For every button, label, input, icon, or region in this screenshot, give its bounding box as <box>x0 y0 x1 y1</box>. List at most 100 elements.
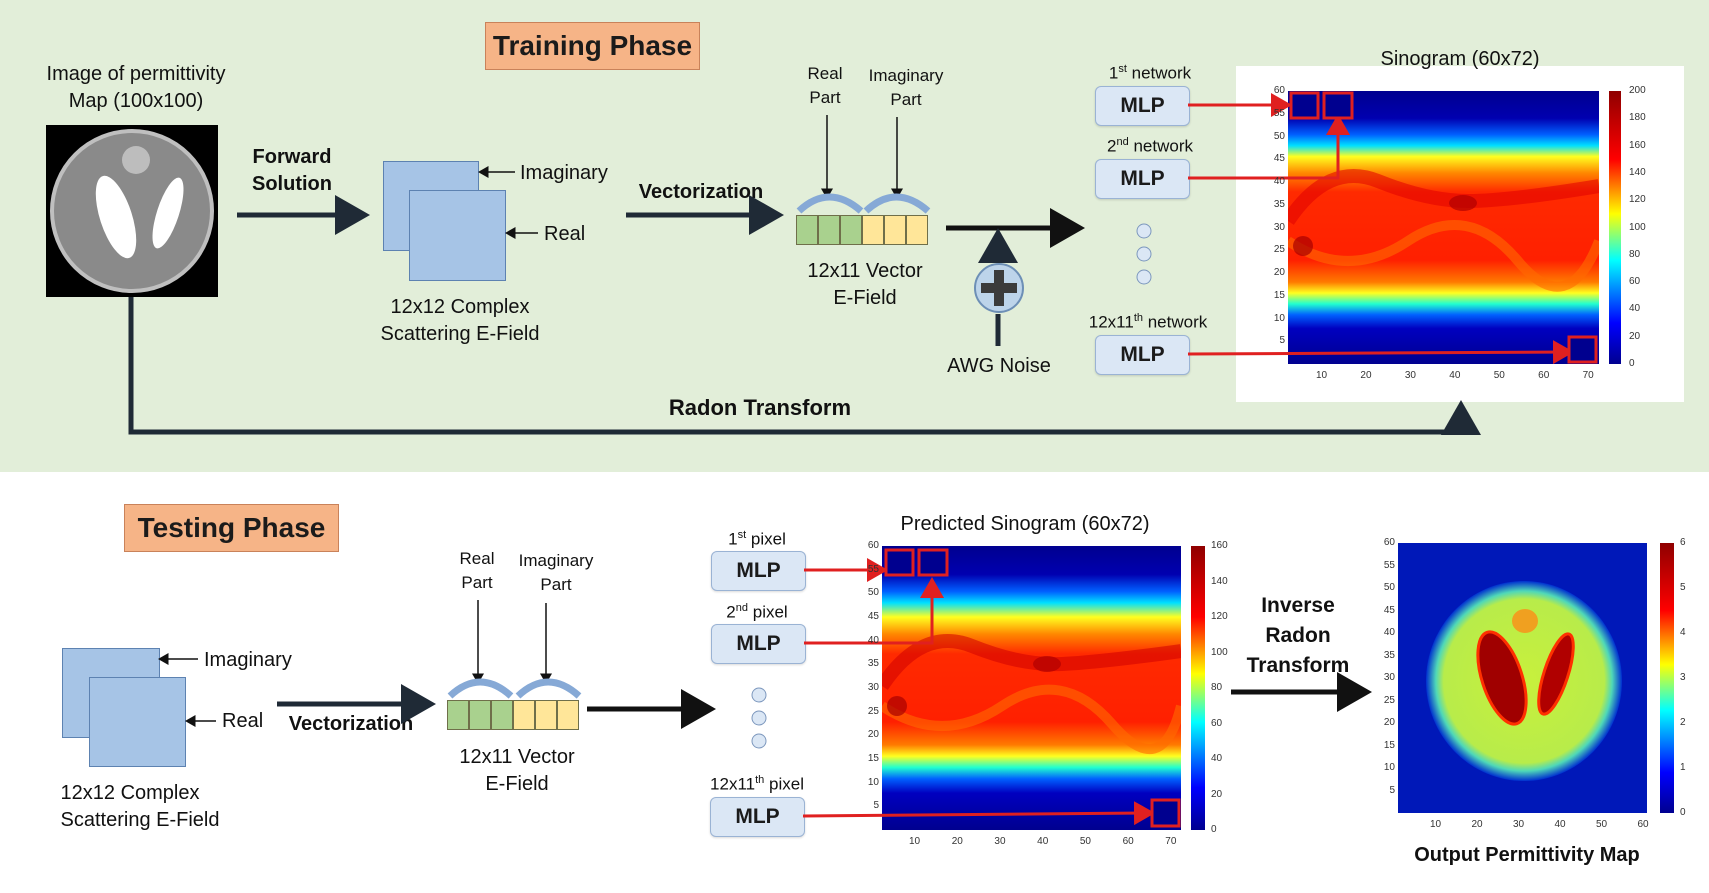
predicted-sinogram-title: Predicted Sinogram (60x72) <box>900 513 1150 535</box>
output-map-cbar-tick: 4 <box>1680 627 1686 638</box>
inverse-radon-line3: Transform <box>1246 654 1350 677</box>
sinogram-cbar-tick: 160 <box>1629 139 1646 151</box>
sinogram-cbar-tick: 40 <box>1629 303 1641 315</box>
real-label: Real <box>544 223 586 245</box>
real-part-line1: Real <box>807 64 843 83</box>
test-vector-line2: E-Field <box>485 773 549 795</box>
imaginary-label: Imaginary <box>520 162 608 184</box>
vector-field-line2: E-Field <box>833 287 897 309</box>
test-real-label: Real <box>222 710 264 732</box>
test-ellipsis-dots <box>751 687 767 749</box>
sinogram-heatmap <box>1288 91 1599 364</box>
output-map-ytick: 25 <box>1383 694 1395 706</box>
sinogram-ytick: 25 <box>1273 244 1285 256</box>
output-map-xtick: 10 <box>1430 819 1442 830</box>
output-map-ytick: 50 <box>1383 582 1395 593</box>
test-vectorization-label: Vectorization <box>288 713 414 735</box>
imag-part-line2: Part <box>890 90 922 109</box>
sinogram-ytick: 35 <box>1273 198 1285 210</box>
complex-field-line2: Scattering E-Field <box>380 323 540 345</box>
forward-solution-line2: Solution <box>252 173 332 195</box>
sinogram-ytick: 5 <box>1279 335 1285 347</box>
pred-sinogram-cbar-tick: 40 <box>1211 753 1223 764</box>
test-real-part-line2: Part <box>461 573 493 592</box>
mlp-pixel-1: MLP <box>711 551 806 591</box>
sinogram-ytick: 20 <box>1273 267 1285 278</box>
sinogram-ytick: 55 <box>1273 107 1285 119</box>
radon-transform-label: Radon Transform <box>668 395 852 420</box>
pred-sinogram-ytick: 10 <box>867 776 879 788</box>
sinogram-cbar-tick: 200 <box>1629 85 1646 96</box>
output-map-xtick: 40 <box>1554 819 1566 830</box>
network-n-label: 12x11th network <box>1088 312 1208 332</box>
pred-sinogram-xtick: 40 <box>1037 836 1049 847</box>
vectorization-label: Vectorization <box>638 181 764 203</box>
test-complex-line1: 12x12 Complex <box>60 782 200 804</box>
test-vector-line1: 12x11 Vector <box>459 746 575 768</box>
sinogram-cbar-tick: 180 <box>1629 112 1646 124</box>
pred-sinogram-xtick: 70 <box>1165 836 1177 847</box>
pred-sinogram-cbar-tick: 80 <box>1211 682 1223 693</box>
test-vector-cells <box>447 700 579 730</box>
inverse-radon-line1: Inverse <box>1261 594 1335 617</box>
test-real-square <box>89 677 186 767</box>
mlp-network-n: MLP <box>1095 335 1190 375</box>
test-imag-part-line2: Part <box>540 575 572 594</box>
pred-sinogram-cbar-tick: 160 <box>1211 540 1228 551</box>
mlp-pixel-n: MLP <box>710 797 805 837</box>
image-label-line1: Image of permittivity <box>46 63 226 85</box>
pred-sinogram-xtick: 50 <box>1079 836 1091 847</box>
output-map-ytick: 35 <box>1383 649 1395 661</box>
predicted-colorbar <box>1191 546 1205 830</box>
pred-sinogram-ytick: 25 <box>867 705 879 717</box>
pred-sinogram-ytick: 45 <box>867 611 879 622</box>
output-map-ytick: 40 <box>1383 627 1395 638</box>
inverse-radon-line2: Radon <box>1265 624 1331 647</box>
forward-solution-line1: Forward <box>252 146 332 168</box>
network-2-label: 2nd network <box>1107 136 1193 156</box>
image-label-line2: Map (100x100) <box>68 90 204 112</box>
pred-sinogram-ytick: 30 <box>867 682 879 693</box>
network-1-label: 1st network <box>1108 63 1192 83</box>
sinogram-ytick: 40 <box>1273 176 1285 187</box>
sinogram-xtick: 30 <box>1404 370 1416 381</box>
output-map-ytick: 10 <box>1383 762 1395 773</box>
pred-sinogram-cbar-tick: 20 <box>1211 788 1223 800</box>
pred-sinogram-ytick: 5 <box>873 800 879 812</box>
pred-sinogram-ytick: 20 <box>867 729 879 741</box>
pred-sinogram-xtick: 10 <box>909 836 921 847</box>
sinogram-xtick: 70 <box>1582 370 1594 381</box>
output-map-ytick: 5 <box>1389 784 1395 796</box>
sinogram-cbar-tick: 140 <box>1629 166 1646 178</box>
vector-cells <box>796 215 928 245</box>
sinogram-ytick: 50 <box>1273 130 1285 142</box>
sinogram-ytick: 15 <box>1273 289 1285 301</box>
sinogram-cbar-tick: 100 <box>1629 221 1646 233</box>
sinogram-cbar-tick: 80 <box>1629 248 1641 260</box>
output-map-cbar-tick: 1 <box>1680 762 1686 773</box>
pred-sinogram-ytick: 35 <box>867 658 879 670</box>
sinogram-ytick: 30 <box>1273 221 1285 233</box>
output-map-heatmap <box>1398 543 1647 813</box>
output-map-cbar-tick: 6 <box>1680 537 1686 548</box>
pred-sinogram-ytick: 55 <box>867 563 879 575</box>
pred-sinogram-cbar-tick: 120 <box>1211 611 1228 622</box>
pred-sinogram-xtick: 30 <box>994 836 1006 847</box>
output-map-xtick: 30 <box>1513 819 1525 830</box>
mlp-pixel-2: MLP <box>711 624 806 664</box>
test-complex-line2: Scattering E-Field <box>60 809 220 831</box>
ellipsis-dots <box>1136 223 1152 285</box>
sinogram-xtick: 20 <box>1360 370 1372 381</box>
test-real-part-line1: Real <box>459 549 495 568</box>
output-map-cbar-tick: 0 <box>1680 807 1686 818</box>
mlp-network-1: MLP <box>1095 86 1190 126</box>
pred-sinogram-xtick: 60 <box>1122 836 1134 847</box>
pred-sinogram-ytick: 40 <box>867 634 879 646</box>
pixel-1-label: 1st pixel <box>728 529 786 549</box>
sinogram-xtick: 50 <box>1493 370 1505 381</box>
pred-sinogram-ytick: 60 <box>867 540 879 551</box>
predicted-sinogram-heatmap <box>882 546 1181 830</box>
sinogram-cbar-tick: 20 <box>1629 330 1641 342</box>
output-map-ytick: 15 <box>1383 739 1395 751</box>
pred-sinogram-cbar-tick: 0 <box>1211 824 1217 835</box>
